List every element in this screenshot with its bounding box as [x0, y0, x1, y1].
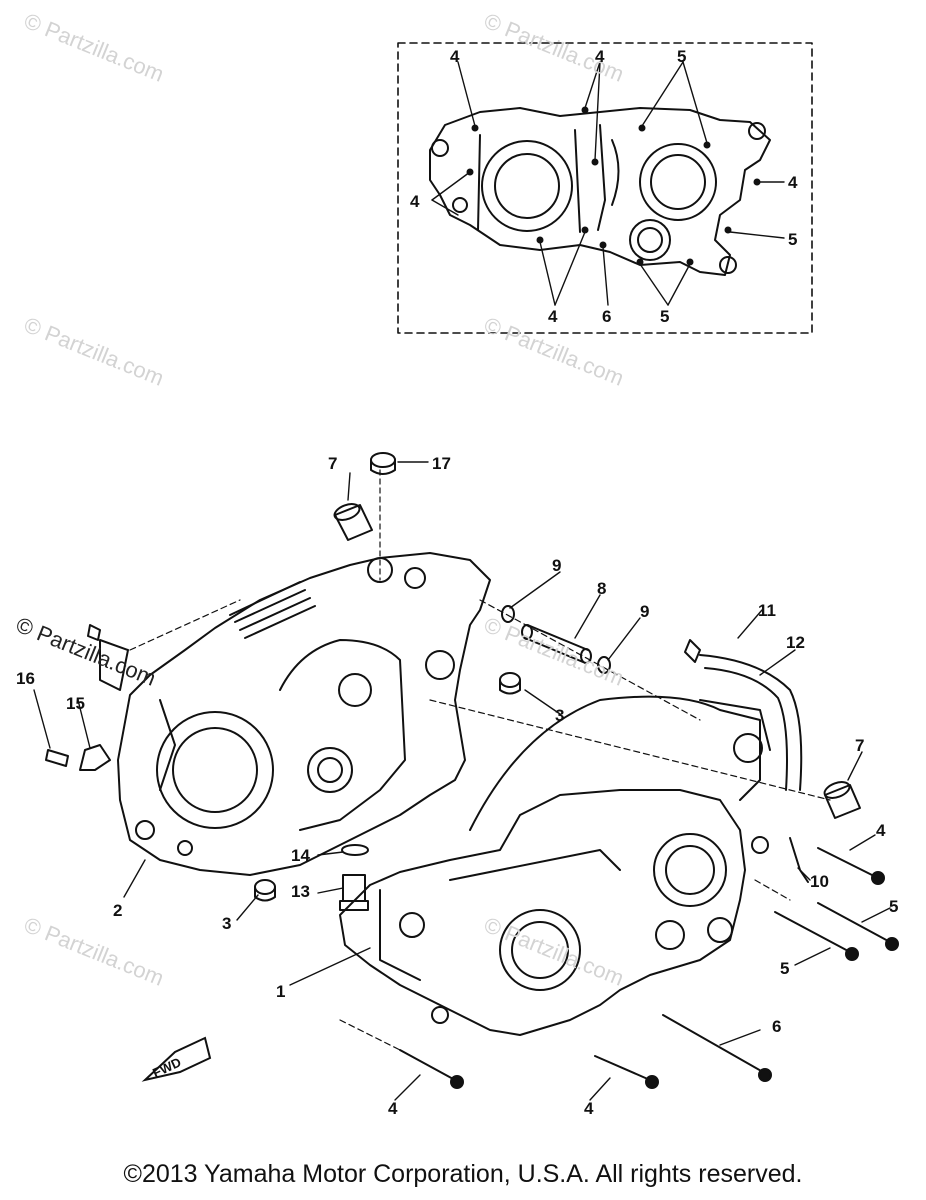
crankshaft-bearing-inner — [172, 727, 258, 813]
callout-3: 3 — [222, 914, 232, 933]
part-13-drain-plug — [342, 874, 366, 902]
right-crankcase-outline — [339, 789, 746, 1036]
part-11-clip — [684, 639, 701, 663]
part-12-hose — [699, 654, 803, 791]
callout-9: 9 — [640, 602, 650, 621]
copyright-notice: ©2013 Yamaha Motor Corporation, U.S.A. A… — [123, 1160, 803, 1188]
part-16-screw-upper — [87, 624, 101, 641]
part-16-screw-lower — [45, 749, 69, 767]
callout-13: 13 — [291, 882, 310, 901]
callout-4: 4 — [548, 307, 558, 326]
callout-4: 4 — [788, 173, 798, 192]
inset-cylinder-left-inner — [494, 153, 560, 219]
part-7-damper-upper — [334, 504, 373, 541]
callout-10: 10 — [810, 872, 829, 891]
bolts — [399, 847, 899, 1089]
part-7-damper-right — [824, 784, 861, 819]
inset-bearing-outer — [629, 219, 671, 261]
callout-7: 7 — [328, 454, 338, 473]
part-8-pipe — [524, 625, 589, 663]
inset-cylinder-right-inner — [650, 154, 706, 210]
inset-bearing-inner — [637, 227, 663, 253]
callout-5: 5 — [788, 230, 798, 249]
callout-12: 12 — [786, 633, 805, 652]
callout-5: 5 — [660, 307, 670, 326]
callout-6: 6 — [602, 307, 612, 326]
callout-1: 1 — [276, 982, 286, 1001]
part-3-dowel-upper — [499, 672, 521, 688]
callout-14: 14 — [291, 846, 310, 865]
callout-9: 9 — [552, 556, 562, 575]
callout-11: 11 — [758, 601, 776, 620]
part-14-washer — [341, 844, 369, 856]
callout-4: 4 — [388, 1099, 398, 1118]
inset-cylinder-right-outer — [639, 143, 717, 221]
callout-5: 5 — [780, 959, 790, 978]
callout-3: 3 — [555, 706, 565, 725]
left-crankcase-fins — [229, 581, 316, 639]
callout-16: 16 — [16, 669, 35, 688]
callout-8: 8 — [597, 579, 607, 598]
callout-15: 15 — [66, 694, 85, 713]
part-17-cap — [370, 452, 396, 468]
part-15-bracket — [79, 744, 111, 771]
forward-arrow — [141, 1036, 212, 1082]
callout-5: 5 — [677, 47, 687, 66]
callout-4: 4 — [584, 1099, 594, 1118]
callout-4: 4 — [450, 47, 460, 66]
callout-6: 6 — [772, 1017, 782, 1036]
inset-frame — [397, 42, 813, 334]
callout-4: 4 — [410, 192, 420, 211]
part-3-dowel-lower — [254, 879, 276, 895]
callout-17: 17 — [432, 454, 451, 473]
callout-7: 7 — [855, 736, 865, 755]
callout-2: 2 — [113, 901, 123, 920]
part-9-oring-left — [501, 605, 515, 623]
crankshaft-bearing-outer — [156, 711, 274, 829]
callout-4: 4 — [595, 47, 605, 66]
inset-cylinder-left-outer — [481, 140, 573, 232]
callout-4: 4 — [876, 821, 886, 840]
inset-crankcase-outline — [429, 107, 771, 276]
callout-5: 5 — [889, 897, 899, 916]
